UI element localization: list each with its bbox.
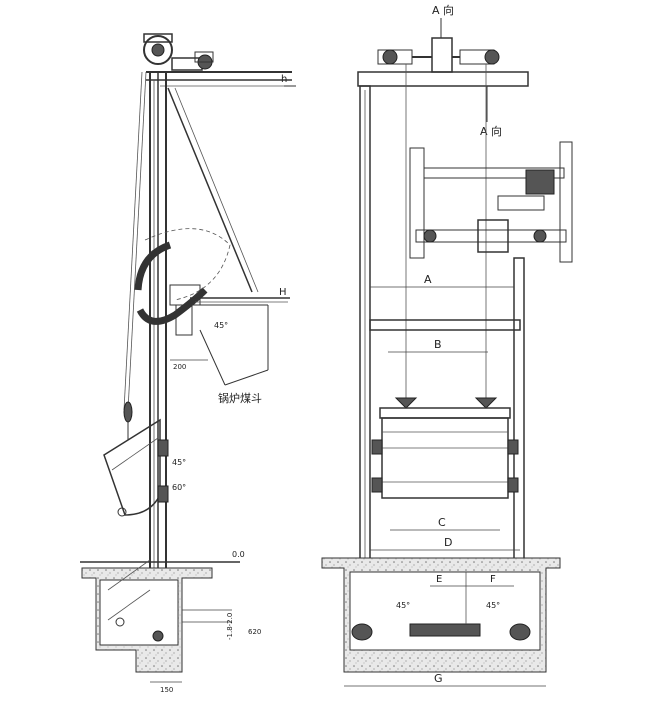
dim-200-label: 200 xyxy=(173,363,186,371)
angle-lower-label: 45° xyxy=(172,458,186,467)
rope-turnbuckle xyxy=(123,401,133,440)
level-h-mid-label: H xyxy=(279,287,287,298)
side-elevation-view: h H 45° xyxy=(80,33,296,694)
pit-depth-label: -1.8-2.0 xyxy=(226,613,234,640)
boiler-hopper-label: 锅炉煤斗 xyxy=(218,392,262,405)
dim-c-label: C xyxy=(438,516,446,529)
hoist-rope xyxy=(123,71,143,411)
top-pulley-assembly xyxy=(143,33,214,71)
diagonal-brace xyxy=(167,87,253,293)
dim-d-label: D xyxy=(444,536,452,549)
view-a-mid-label: A 向 xyxy=(480,124,502,138)
tipping-bucket-front xyxy=(371,397,519,499)
angle-lower2-label: 60° xyxy=(172,483,186,492)
dim-150-label: 150 xyxy=(160,686,173,694)
front-elevation-view: A 向 A 向 xyxy=(321,3,573,687)
angle-upper-label: 45° xyxy=(214,321,228,330)
side-foundation-pit xyxy=(81,559,213,673)
front-foundation-pit xyxy=(321,557,561,673)
dim-620-label: 620 xyxy=(248,628,261,636)
top-drive-assembly xyxy=(377,37,500,73)
pit-right-angle-label: 45° xyxy=(486,601,500,610)
guide-rail-beam xyxy=(369,319,521,331)
boiler-hopper xyxy=(192,304,269,386)
dim-e-label: E xyxy=(436,574,442,585)
main-mast xyxy=(149,72,167,650)
side-motor-drive xyxy=(409,141,573,263)
upper-curved-guide xyxy=(134,228,231,336)
dim-b-label: B xyxy=(434,338,442,351)
diagonal-brace xyxy=(174,87,259,293)
elevation-zero-label: 0.0 xyxy=(232,550,245,559)
top-beam xyxy=(146,71,296,87)
dim-a-label: A xyxy=(424,273,432,286)
hoist-rope xyxy=(127,71,147,411)
view-a-top-label: A 向 xyxy=(432,3,454,17)
tipping-bucket-side xyxy=(103,418,169,517)
pit-left-angle-label: 45° xyxy=(396,601,410,610)
dim-g-label: G xyxy=(434,672,443,685)
dim-f-label: F xyxy=(490,574,496,585)
level-h-top-label: h xyxy=(281,74,287,85)
front-top-beam xyxy=(357,71,529,87)
